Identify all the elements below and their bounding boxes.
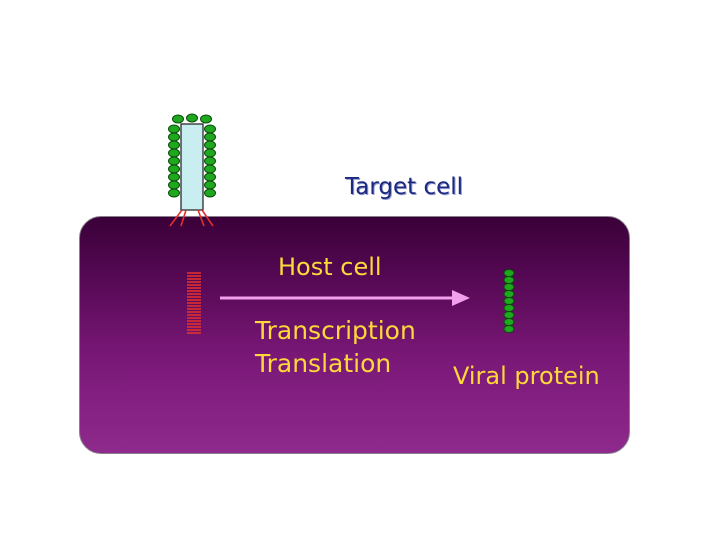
capsid-proteins: [168, 113, 216, 198]
capsid-protein-dot: [204, 132, 216, 142]
virus-capsid-body: [180, 123, 204, 211]
capsid-protein-dot: [204, 180, 216, 190]
capsid-protein-dot: [168, 156, 180, 166]
protein-bead: [503, 276, 515, 284]
capsid-protein-dot: [204, 188, 216, 198]
translation-label: Translation: [255, 349, 392, 378]
capsid-protein-dot: [204, 140, 216, 150]
capsid-protein-dot: [204, 172, 216, 182]
host-cell-body: [79, 216, 630, 454]
capsid-protein-dot: [204, 156, 216, 166]
capsid-protein-dot: [172, 114, 184, 124]
right-arrow-icon: [220, 290, 470, 306]
viral-dna-icon: [187, 272, 201, 334]
capsid-protein-dot: [186, 113, 198, 123]
capsid-protein-dot: [168, 164, 180, 174]
viral-protein-chain-icon: [503, 269, 515, 333]
protein-bead: [503, 325, 515, 333]
capsid-protein-dot: [204, 164, 216, 174]
protein-bead: [503, 311, 515, 319]
tail-fibers: [169, 209, 214, 227]
capsid-protein-dot: [204, 148, 216, 158]
transcription-label: Transcription: [255, 316, 416, 345]
protein-bead: [503, 304, 515, 312]
protein-bead: [503, 318, 515, 326]
capsid-protein-dot: [168, 132, 180, 142]
capsid-protein-dot: [168, 188, 180, 198]
protein-bead: [503, 297, 515, 305]
viral-protein-label: Viral protein: [453, 362, 600, 390]
capsid-protein-dot: [168, 172, 180, 182]
phage-virus-icon: [168, 113, 216, 227]
protein-bead: [503, 290, 515, 298]
target-cell-label: Target cell: [345, 174, 464, 200]
capsid-protein-dot: [168, 180, 180, 190]
protein-bead: [503, 283, 515, 291]
capsid-protein-dot: [168, 148, 180, 158]
capsid-protein-dot: [204, 124, 216, 134]
protein-bead: [503, 269, 515, 277]
capsid-protein-dot: [168, 124, 180, 134]
capsid-protein-dot: [168, 140, 180, 150]
host-cell-label: Host cell: [278, 253, 382, 281]
capsid-protein-dot: [200, 114, 212, 124]
